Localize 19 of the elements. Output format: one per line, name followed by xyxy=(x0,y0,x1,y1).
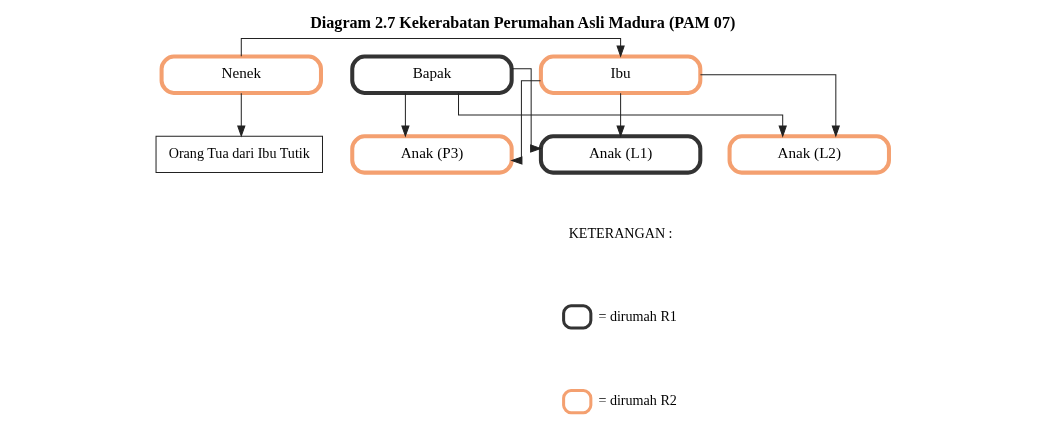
node-box: Orang Tua dari Ibu Tutik xyxy=(155,135,323,174)
node-box: Anak (P3) xyxy=(350,134,514,175)
node-box: Bapak xyxy=(350,54,514,95)
node-box: Anak (L1) xyxy=(538,134,703,175)
node-box: Nenek xyxy=(159,54,323,95)
arrow xyxy=(616,92,625,138)
diagram-title: Diagram 2.7 Kekerabatan Perumahan Asli Madura (PAM 07) xyxy=(310,14,736,32)
legend-label: = dirumah R1 xyxy=(598,307,677,324)
arrow xyxy=(699,74,841,138)
arrow xyxy=(458,92,787,138)
arrow xyxy=(237,92,246,138)
node-box: Ibu xyxy=(538,54,703,95)
legend-label: = dirumah R2 xyxy=(598,392,677,409)
arrow xyxy=(510,80,542,165)
arrow xyxy=(401,92,410,138)
arrow xyxy=(511,68,543,153)
arrow xyxy=(240,37,625,58)
node-box: Anak (L2) xyxy=(727,134,891,175)
label: KETERANGAN : xyxy=(568,224,673,241)
